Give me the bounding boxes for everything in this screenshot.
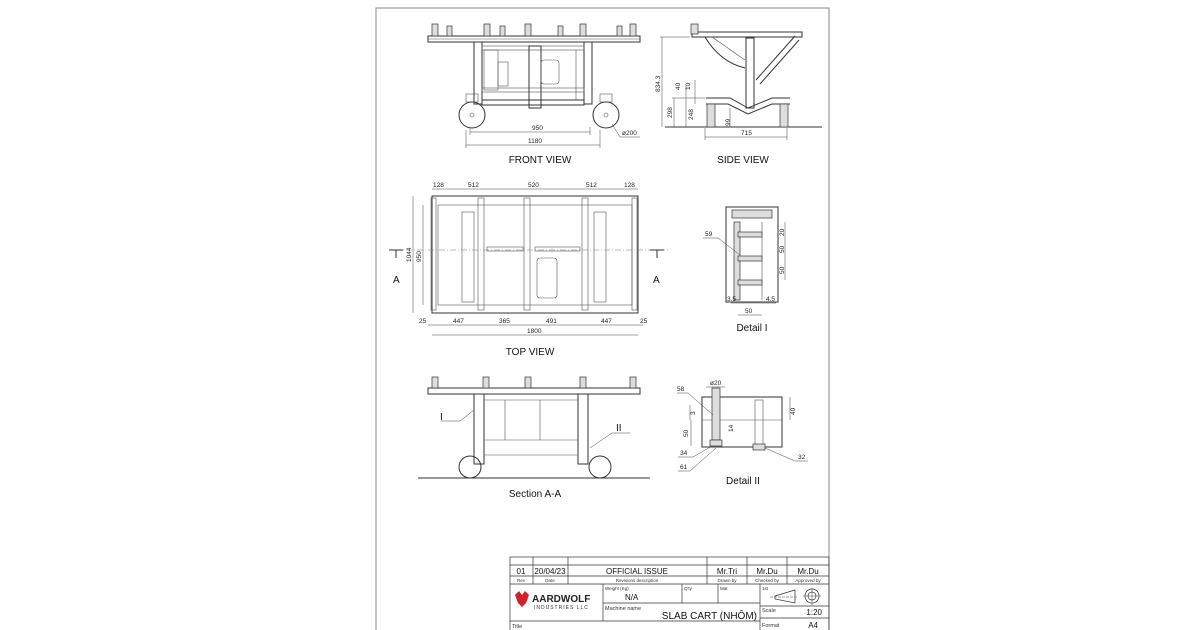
section-marker: A <box>393 275 400 286</box>
dim-label: 40 <box>675 82 682 90</box>
dim-label: 447 <box>453 318 464 325</box>
dim-label: 512 <box>468 182 479 189</box>
machine-name-label: Machine name <box>605 606 641 612</box>
scale-value: 1:20 <box>806 608 822 617</box>
dim-label: 58 <box>677 386 685 393</box>
dim-label: 834.3 <box>655 75 662 92</box>
dim-label: 1800 <box>527 328 542 335</box>
company-logo: AARDWOLF INDUSTRIES LLC <box>515 591 590 611</box>
dim-label: 520 <box>528 182 539 189</box>
weight-value: N/A <box>625 593 639 602</box>
title-block: 01 20/04/23 OFFICIAL ISSUE Mr.Tri Mr.Du … <box>509 556 830 630</box>
weight-label: Weight (Kg) <box>605 586 629 591</box>
dim-label: 50 <box>745 308 753 315</box>
dim-label: 950 <box>416 251 423 262</box>
qty-label: Q'ty <box>684 586 693 591</box>
rev-value: 01 <box>517 567 526 576</box>
dim-label: 14 <box>728 424 735 432</box>
dim-label: 34 <box>680 450 688 457</box>
dim-label: 10 <box>685 82 692 90</box>
side-view-label: SIDE VIEW <box>717 155 769 166</box>
dim-label: 128 <box>624 182 635 189</box>
detail-2: ø20 58 3 50 14 40 34 61 32 Detail II <box>677 380 808 487</box>
date-label: Date <box>545 578 555 583</box>
checked-by-label: Checked by <box>755 578 780 583</box>
section-label-i: I <box>440 412 443 423</box>
dim-label: 20 <box>779 228 786 236</box>
scale-label: Scale <box>762 608 776 614</box>
section-a-a: I II Section A-A <box>418 376 650 500</box>
section-view-label: Section A-A <box>509 489 562 500</box>
dim-label: 25 <box>419 318 427 325</box>
format-value: A4 <box>808 621 818 630</box>
dim-label: 298 <box>667 107 674 118</box>
company-name: AARDWOLF <box>532 594 590 605</box>
drawn-by-value: Mr.Tri <box>717 567 737 576</box>
top-view-label: TOP VIEW <box>506 347 555 358</box>
detail-1-label: Detail I <box>736 323 767 334</box>
machine-name-value: SLAB CART (NHÔM) <box>662 609 757 622</box>
dim-label: 50 <box>779 245 786 253</box>
dim-label: 50 <box>779 266 786 274</box>
dim-label: 3 <box>690 411 697 415</box>
detail-2-label: Detail II <box>726 476 760 487</box>
dim-label: 3.5 <box>727 296 736 303</box>
date-value: 20/04/23 <box>534 567 566 576</box>
dim-label: 715 <box>741 130 752 137</box>
format-label: Format <box>762 623 780 629</box>
dim-label: 50 <box>683 429 690 437</box>
title-label: Title <box>512 624 522 630</box>
dim-label: 1044 <box>406 247 413 262</box>
dim-label: ø20 <box>710 380 722 387</box>
dim-label: 950 <box>532 125 543 132</box>
dim-label: 4.5 <box>766 296 775 303</box>
dim-label: 32 <box>798 454 806 461</box>
drawn-by-label: Drawn by <box>717 578 737 583</box>
description-value: OFFICIAL ISSUE <box>606 567 668 576</box>
rev-label: Rev <box>517 578 526 583</box>
mat-label: Mat <box>720 586 728 591</box>
dim-label: 99 <box>725 118 732 126</box>
dim-label: 447 <box>601 318 612 325</box>
front-view: 950 1180 ø200 FRONT VIEW <box>427 23 641 166</box>
dim-label: 128 <box>433 182 444 189</box>
dim-label: 25 <box>640 318 648 325</box>
front-view-label: FRONT VIEW <box>509 155 572 166</box>
dim-label: 365 <box>499 318 510 325</box>
approved-by-value: Mr.Du <box>797 567 818 576</box>
projection-label: 1st <box>762 586 769 591</box>
approved-by-label: Approved by <box>795 578 821 583</box>
section-label-ii: II <box>616 423 622 434</box>
checked-by-value: Mr.Du <box>756 567 777 576</box>
dim-label: ø200 <box>622 130 637 137</box>
dim-label: 491 <box>546 318 557 325</box>
dim-label: 59 <box>705 231 713 238</box>
section-marker: A <box>653 275 660 286</box>
dim-label: 248 <box>688 109 695 120</box>
description-label: Revisions description <box>616 578 659 583</box>
side-view: 834.3 40 10 298 248 99 715 SIDE VIEW <box>655 23 822 166</box>
dim-label: 61 <box>680 464 688 471</box>
dim-label: 40 <box>790 407 797 415</box>
company-sub: INDUSTRIES LLC <box>534 605 589 611</box>
top-view: A A 128 512 520 512 128 25 447 365 491 4… <box>389 182 670 358</box>
dim-label: 512 <box>586 182 597 189</box>
first-angle-projection-icon <box>770 588 821 605</box>
dim-label: 1180 <box>528 138 542 145</box>
detail-1: 59 20 50 50 3.5 4.5 50 Detail I <box>703 206 786 334</box>
